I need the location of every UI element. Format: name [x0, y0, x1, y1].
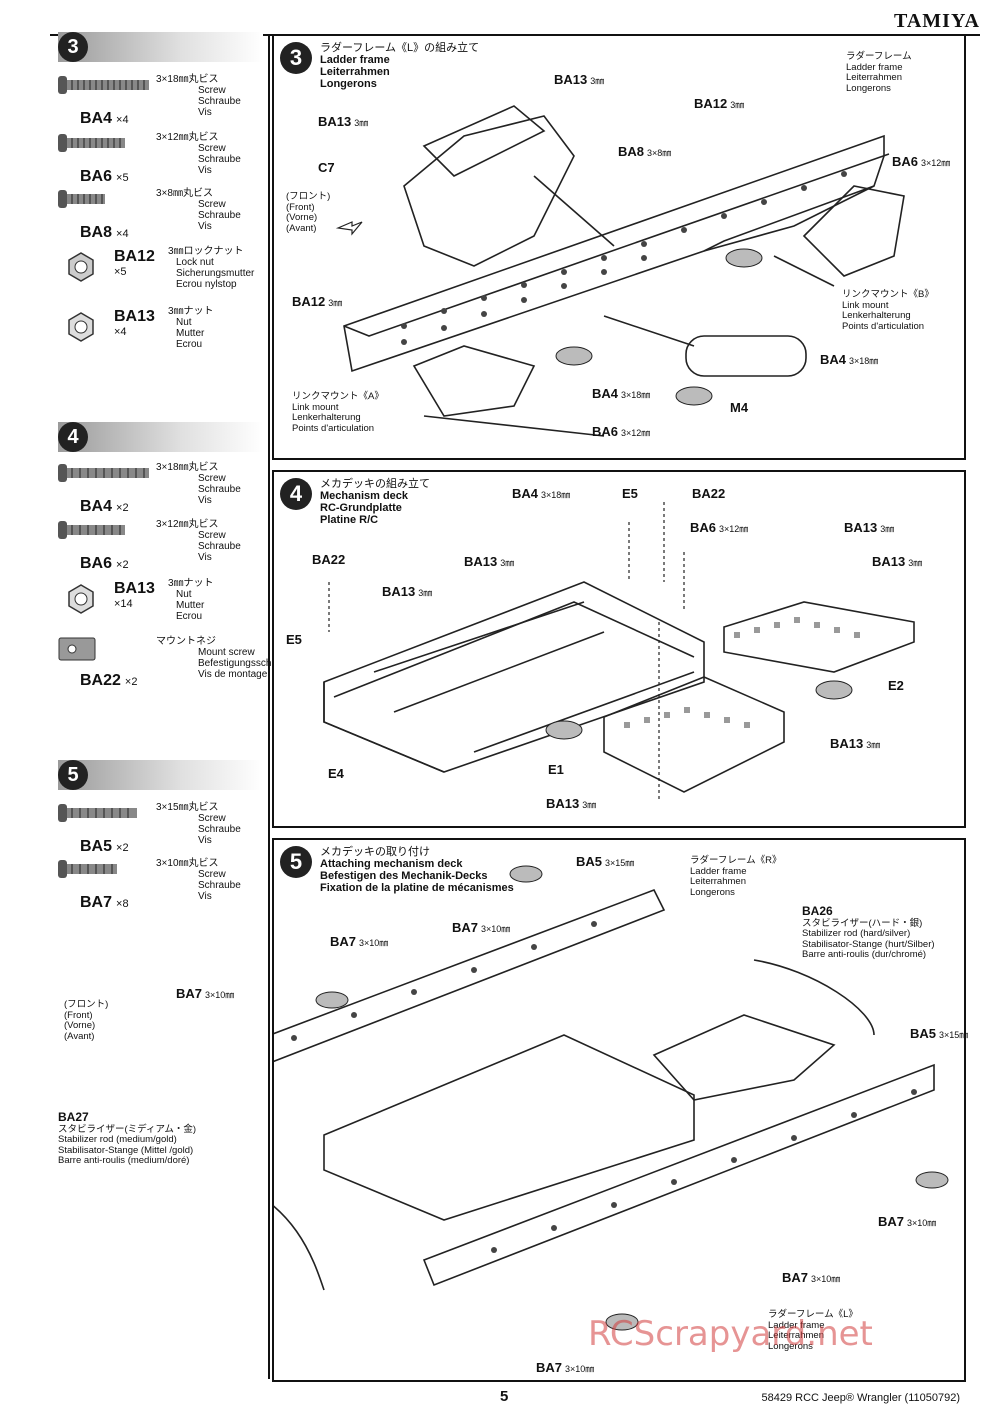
label-ba22: BA22 [692, 486, 726, 501]
screw-18mm-icon [58, 464, 149, 482]
page-number: 5 [500, 1388, 509, 1405]
screw-12mm-icon [58, 134, 125, 152]
screw-8mm-icon [58, 190, 105, 208]
label-m4: M4 [730, 400, 749, 415]
step-number: 5 [58, 760, 88, 790]
label-e5: E5 [622, 486, 638, 501]
label-e5: E5 [286, 632, 302, 647]
lock-nut-icon [68, 252, 94, 282]
front-direction-note: (フロント)(Front)(Vorne)(Avant) [286, 191, 331, 234]
mechanism-deck-diagram [323, 502, 915, 802]
step-number: 5 [280, 846, 312, 878]
label-e1: E1 [548, 762, 564, 777]
front-direction-note: (フロント)(Front)(Vorne)(Avant) [64, 999, 109, 1042]
model-footer: 58429 RCC Jeep® Wrangler (11050792) [761, 1392, 960, 1404]
screw-15mm-icon [58, 804, 137, 822]
step-number: 3 [280, 42, 312, 74]
screw-18mm-icon [58, 76, 149, 94]
watermark: RCScrapyard.net [588, 1314, 873, 1354]
step-4-parts-header: 4 [58, 422, 263, 452]
step-5-parts-header: 5 [58, 760, 263, 790]
brand-logo: TAMIYA [893, 10, 980, 32]
label-e2: E2 [888, 678, 904, 693]
label-c7: C7 [318, 160, 335, 175]
nut-icon [68, 584, 94, 614]
label-ba22: BA22 [312, 552, 346, 567]
step-3-parts-header: 3 [58, 32, 263, 62]
column-divider [268, 34, 270, 1379]
step-number: 3 [58, 32, 88, 62]
mount-screw-icon [58, 637, 96, 661]
screw-10mm-icon [58, 860, 117, 878]
step-number: 4 [58, 422, 88, 452]
screw-12mm-icon [58, 521, 125, 539]
step-number: 4 [280, 478, 312, 510]
nut-icon [68, 312, 94, 342]
deck-attachment-diagram [274, 865, 949, 1331]
ladder-frame-l-diagram [335, 105, 905, 437]
label-e4: E4 [328, 766, 344, 781]
